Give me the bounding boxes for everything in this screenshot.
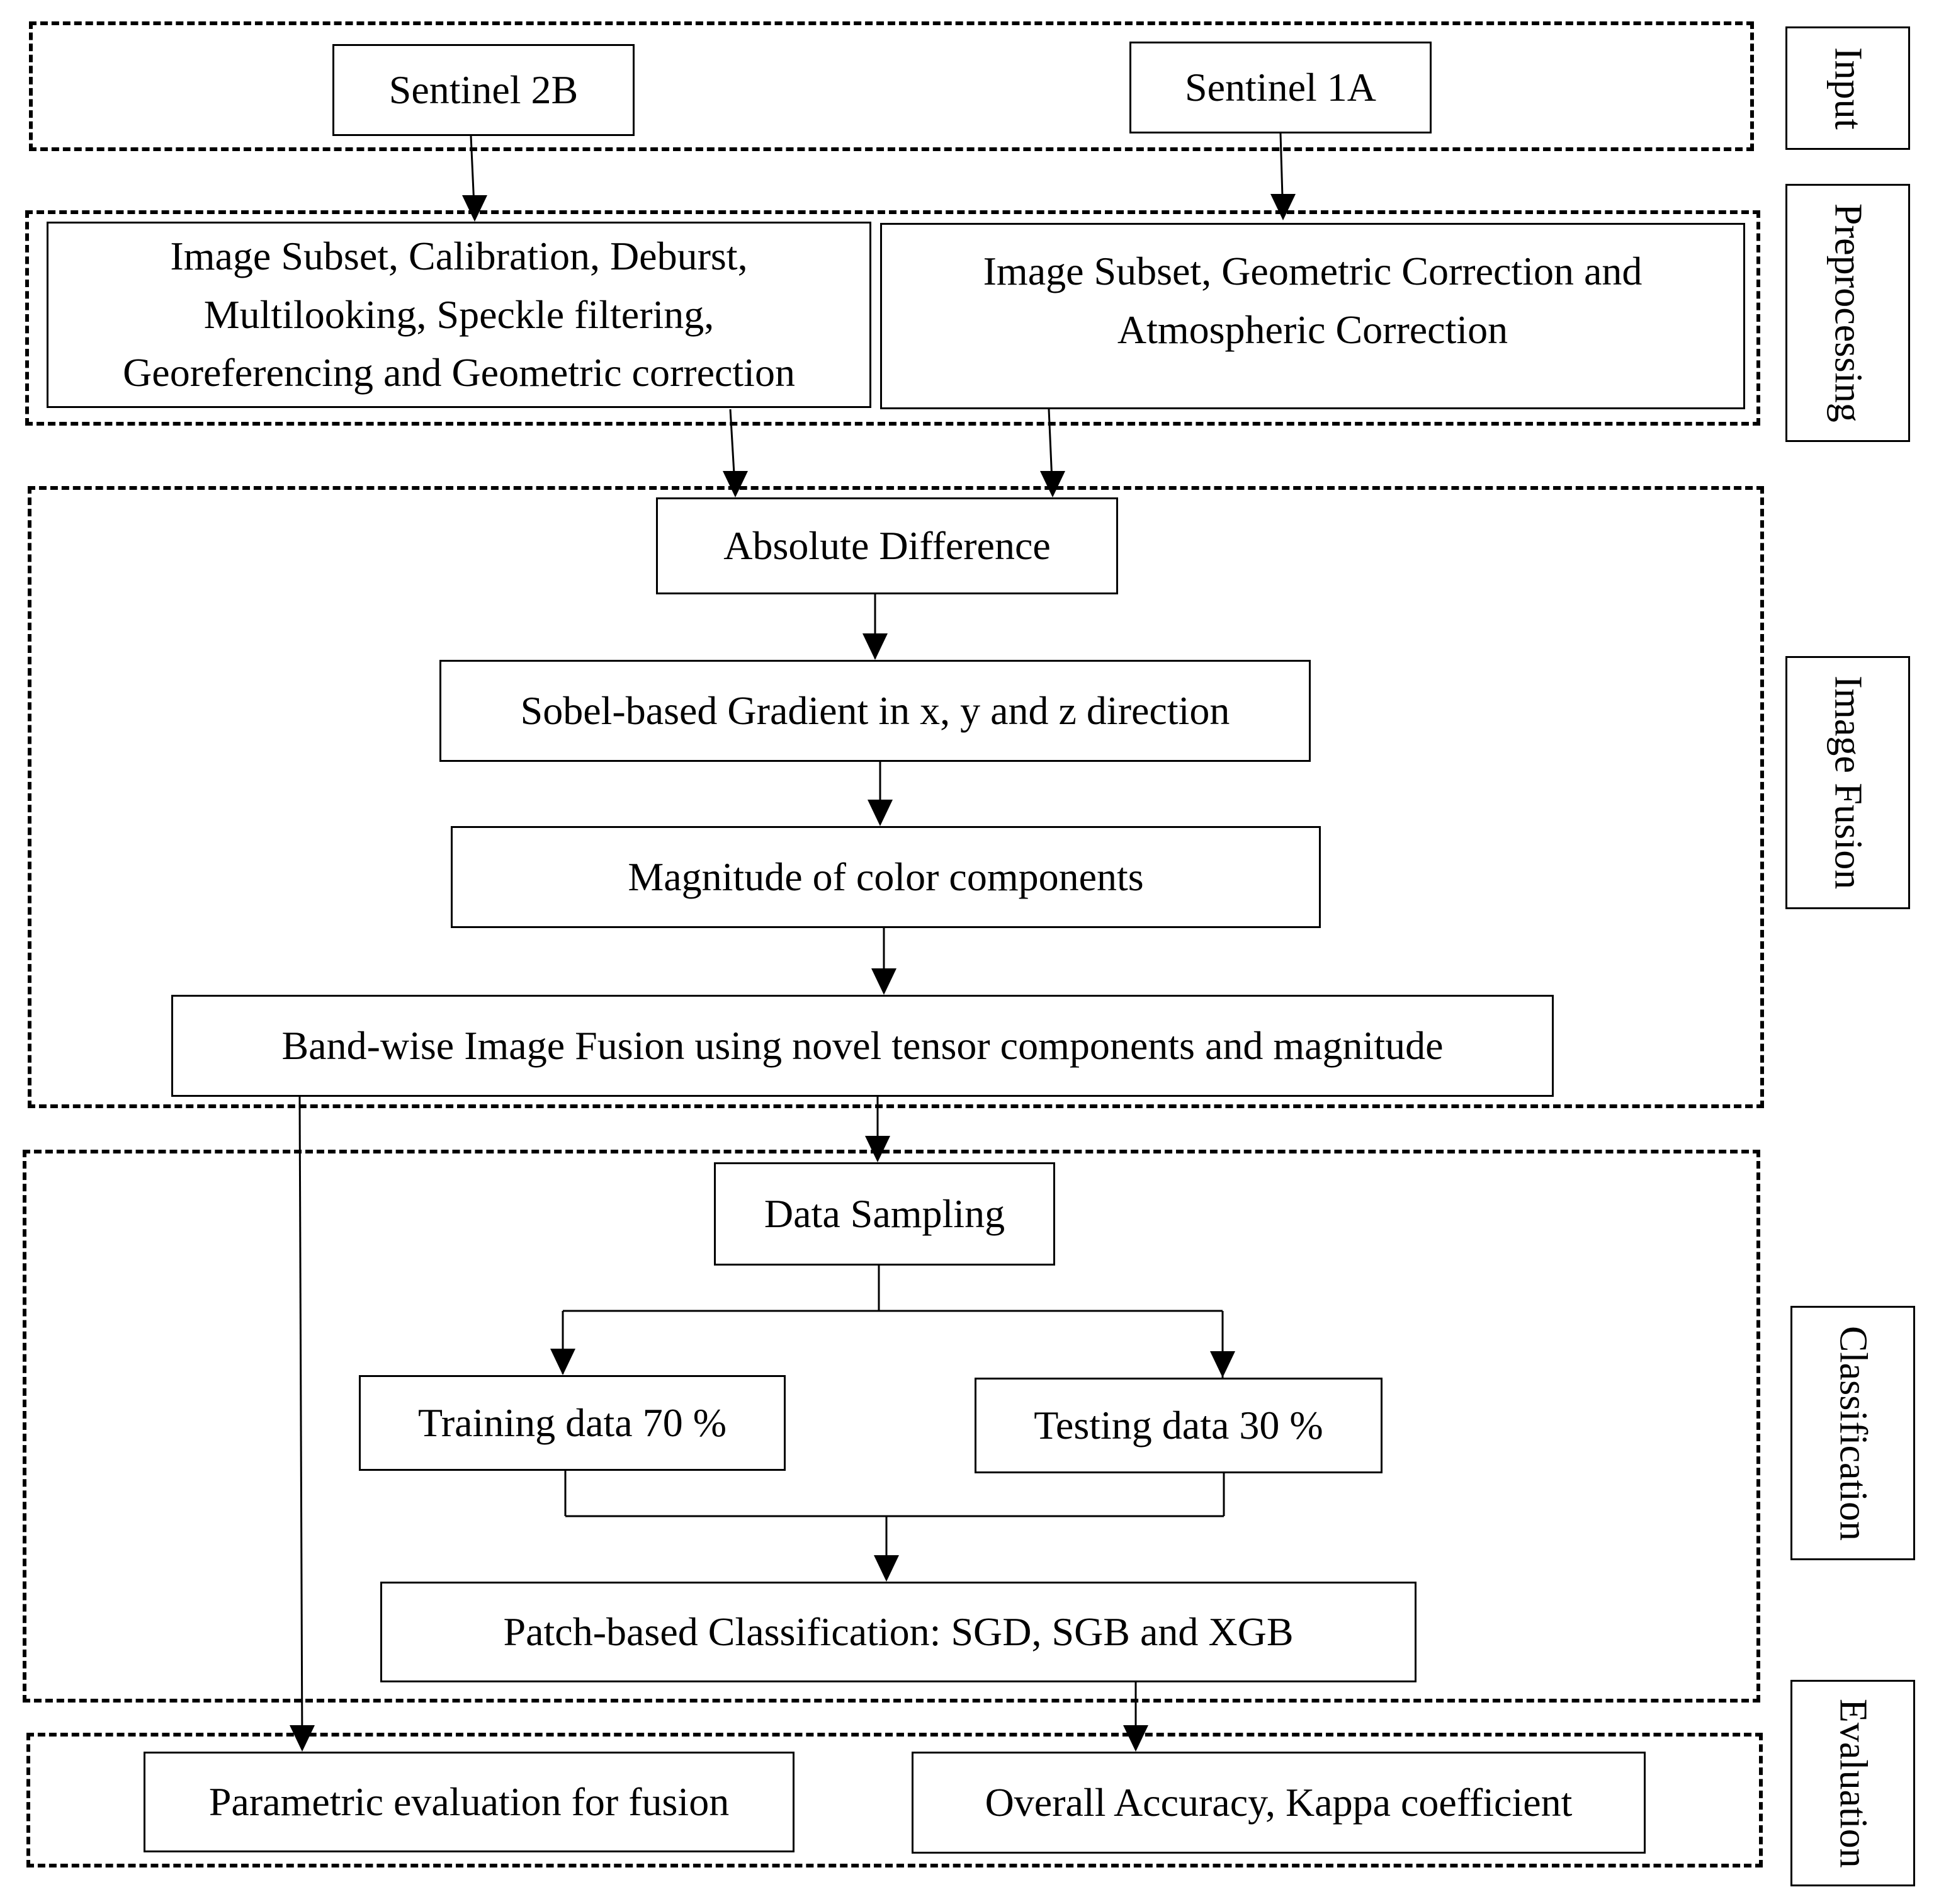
node-band-wise-fusion: Band-wise Image Fusion using novel tenso… [171, 995, 1554, 1097]
node-testing-data: Testing data 30 % [975, 1378, 1383, 1473]
arrowhead-s1a [1270, 194, 1296, 220]
arrowhead-s2b [462, 195, 487, 222]
node-preprocessing-left-text: Image Subset, Calibration, Deburst, Mult… [123, 233, 795, 395]
node-parametric-evaluation-text: Parametric evaluation for fusion [208, 1779, 730, 1824]
stage-label-classification: Classification [1790, 1306, 1915, 1560]
arrowhead-preproc-right [1040, 471, 1065, 497]
node-data-sampling-text: Data Sampling [764, 1191, 1005, 1236]
arrowhead-preproc-left [723, 471, 748, 497]
node-patch-classification: Patch-based Classification: SGD, SGB and… [380, 1582, 1417, 1682]
node-training-data: Training data 70 % [359, 1375, 786, 1471]
stage-label-image-fusion: Image Fusion [1785, 656, 1910, 909]
node-overall-accuracy-text: Overall Accuracy, Kappa coefficient [985, 1779, 1573, 1825]
node-magnitude: Magnitude of color components [451, 826, 1321, 928]
arrowhead-fusion [865, 1136, 890, 1162]
node-sentinel-2b: Sentinel 2B [332, 44, 635, 136]
node-sentinel-1a-text: Sentinel 1A [1185, 64, 1376, 110]
stage-label-classification-text: Classification [1831, 1325, 1875, 1541]
node-data-sampling: Data Sampling [714, 1162, 1055, 1266]
node-testing-data-text: Testing data 30 % [1034, 1402, 1323, 1448]
node-magnitude-text: Magnitude of color components [628, 854, 1144, 899]
arrowhead-training [550, 1349, 575, 1375]
input-group [29, 21, 1754, 151]
stage-label-input: Input [1785, 26, 1910, 150]
classification-group [23, 1150, 1760, 1703]
node-parametric-evaluation: Parametric evaluation for fusion [144, 1752, 795, 1852]
stage-label-evaluation-text: Evaluation [1831, 1698, 1875, 1868]
arrowhead-parametric [290, 1725, 315, 1752]
node-overall-accuracy: Overall Accuracy, Kappa coefficient [912, 1752, 1646, 1854]
node-patch-classification-text: Patch-based Classification: SGD, SGB and… [503, 1609, 1294, 1654]
arrowhead-absdiff [862, 633, 888, 660]
stage-label-input-text: Input [1826, 47, 1870, 130]
arrowhead-magnitude [871, 968, 896, 995]
node-preprocessing-left: Image Subset, Calibration, Deburst, Mult… [47, 222, 871, 408]
arrowhead-merge [874, 1555, 899, 1582]
stage-label-preprocessing-text: Preprocessing [1826, 203, 1870, 422]
preprocessing-group [25, 210, 1760, 426]
arrowhead-sobel [868, 800, 893, 826]
stage-label-image-fusion-text: Image Fusion [1826, 676, 1870, 890]
stage-label-evaluation: Evaluation [1790, 1680, 1915, 1886]
evaluation-group [26, 1733, 1763, 1867]
arrowhead-accuracy [1123, 1725, 1148, 1752]
arrowhead-testing [1210, 1351, 1235, 1378]
node-band-wise-fusion-text: Band-wise Image Fusion using novel tenso… [281, 1023, 1444, 1068]
node-sobel-gradient-text: Sobel-based Gradient in x, y and z direc… [520, 688, 1230, 733]
image-fusion-group [28, 486, 1764, 1108]
node-sentinel-2b-text: Sentinel 2B [388, 67, 579, 112]
node-preprocessing-right-text: Image Subset, Geometric Correction and A… [983, 249, 1643, 352]
stage-label-preprocessing: Preprocessing [1785, 184, 1910, 442]
node-absolute-difference: Absolute Difference [656, 497, 1118, 594]
node-training-data-text: Training data 70 % [417, 1400, 727, 1445]
node-sentinel-1a: Sentinel 1A [1129, 42, 1432, 133]
node-sobel-gradient: Sobel-based Gradient in x, y and z direc… [439, 660, 1311, 762]
arrow-fusion-to-parametric [298, 1096, 303, 1750]
node-absolute-difference-text: Absolute Difference [723, 523, 1051, 568]
node-preprocessing-right: Image Subset, Geometric Correction and A… [880, 223, 1745, 409]
